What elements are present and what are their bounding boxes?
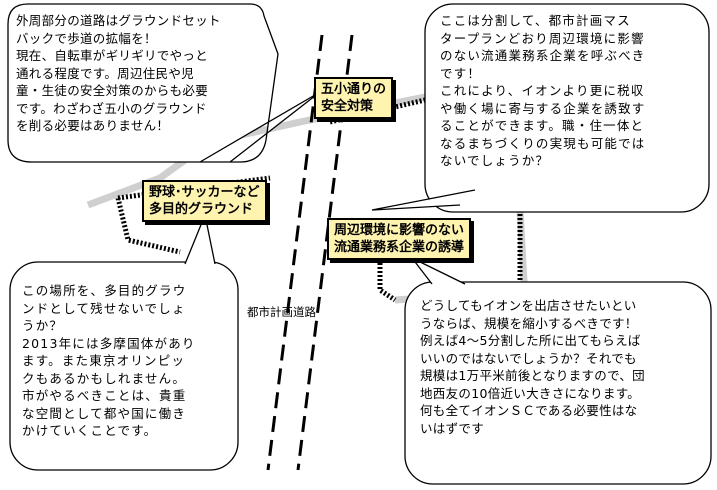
callout-bubble-top-right [424,3,710,213]
callout-bubble-bottom-left [9,261,239,471]
tag-gosho-safety: 五小通りの 安全対策 [314,77,394,119]
callout-pointer-bottom-right [411,257,466,285]
callout-text-bottom-right: どうしてもイオンを出店させたいとい うならば、規模を縮小するべきです！ 例えば4… [420,298,645,436]
callout-pointer-top-right [371,189,476,211]
planned-road-label: 都市計画道路 [247,305,316,319]
tag-logistics-industry: 周辺環境に影響のない 流通業務系企業の誘導 [327,218,472,260]
callout-text-bottom-left: この場所を、多目的グラウ ンドとして残せないでしょ うか？ 2013年には多摩国… [22,283,196,438]
planned-road-line-left [266,34,324,471]
tag-multipurpose-ground: 野球･サッカーなど 多目的グラウンド [142,180,267,222]
callout-pointer-bottom-left [184,212,216,265]
callout-bubble-bottom-right [404,281,712,485]
callout-text-top-right: ここは分割して、都市計画マス タープランどおり周辺環境に影響 のない流通業務系企… [440,13,646,168]
callout-text-top-left: 外周部分の道路はグラウンドセット バックで歩道の拡幅を！ 現在、自転車がギリギリ… [16,13,221,133]
